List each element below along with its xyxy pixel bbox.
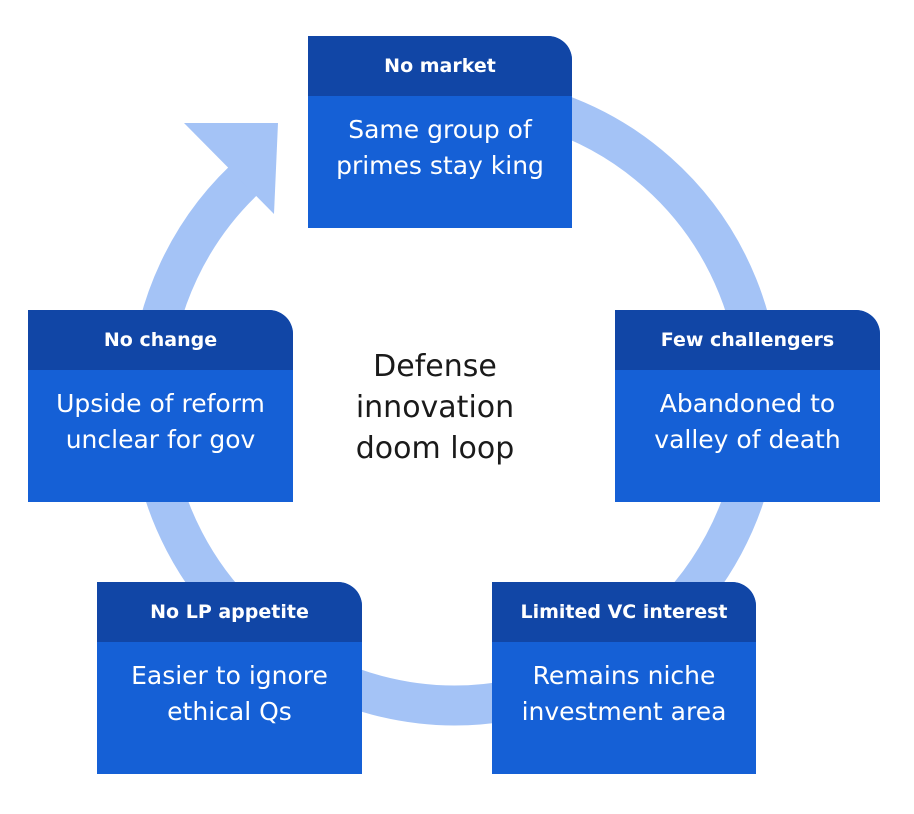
card-body: Upside of reform unclear for gov	[28, 370, 293, 458]
card-text-line: Same group of	[348, 115, 532, 144]
card-text-line: investment area	[521, 697, 727, 726]
card-text-line: valley of death	[654, 425, 841, 454]
card-text-line: Upside of reform	[56, 389, 265, 418]
card-header: No LP appetite	[97, 582, 362, 642]
card-text-line: unclear for gov	[65, 425, 256, 454]
diagram-title-line-2: innovation	[355, 390, 515, 425]
card-body: Abandoned to valley of death	[615, 370, 880, 458]
card-few-challengers: Few challengers Abandoned to valley of d…	[615, 310, 880, 502]
card-text-line: primes stay king	[336, 151, 544, 180]
card-body: Same group of primes stay king	[308, 96, 572, 184]
diagram-title-line-3: doom loop	[355, 431, 515, 466]
diagram-title-line-1: Defense	[373, 349, 497, 384]
card-no-lp-appetite: No LP appetite Easier to ignore ethical …	[97, 582, 362, 774]
card-text-line: Abandoned to	[659, 389, 836, 418]
card-no-change: No change Upside of reform unclear for g…	[28, 310, 293, 502]
card-header: Few challengers	[615, 310, 880, 370]
card-no-market: No market Same group of primes stay king	[308, 36, 572, 228]
card-header: No market	[308, 36, 572, 96]
cycle-arrowhead-icon	[184, 123, 278, 214]
diagram-title: Defense innovation doom loop	[320, 346, 550, 469]
card-text-line: Remains niche	[532, 661, 716, 690]
card-text-line: Easier to ignore	[131, 661, 328, 690]
card-body: Remains niche investment area	[492, 642, 756, 730]
card-header: Limited VC interest	[492, 582, 756, 642]
card-body: Easier to ignore ethical Qs	[97, 642, 362, 730]
card-header: No change	[28, 310, 293, 370]
card-text-line: ethical Qs	[167, 697, 292, 726]
card-limited-vc-interest: Limited VC interest Remains niche invest…	[492, 582, 756, 774]
